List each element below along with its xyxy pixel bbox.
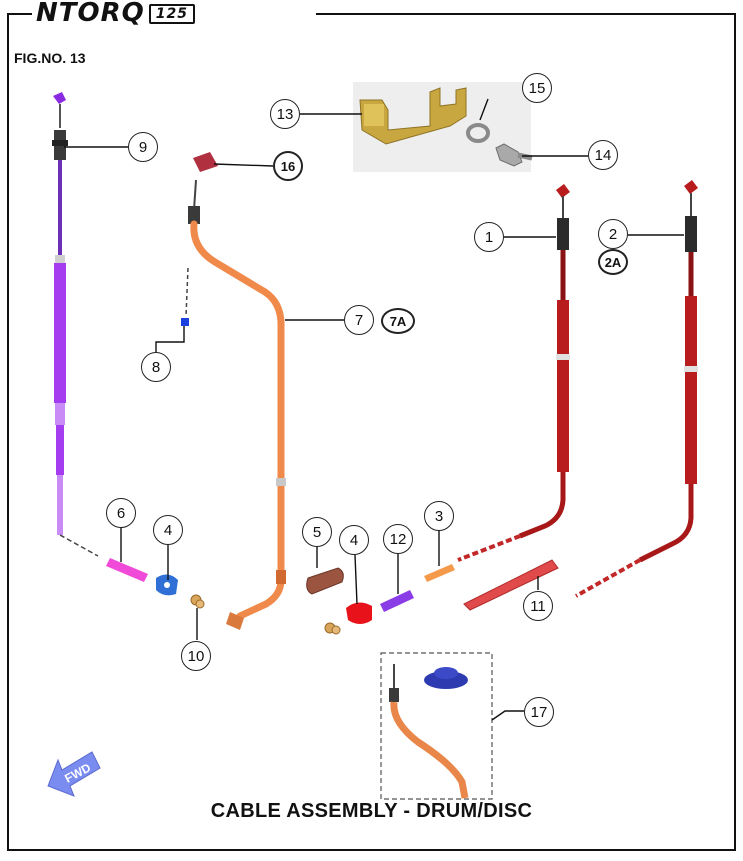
nut-10 (190, 594, 205, 609)
clip-4-left (156, 574, 178, 596)
callout-6: 6 (106, 498, 136, 528)
callout-9: 9 (128, 132, 158, 162)
leader-lines (64, 98, 684, 640)
brand-name: NTORQ (36, 0, 145, 28)
callout-7a: 7A (381, 308, 415, 334)
brake-cable-7 (188, 179, 286, 630)
callout-17: 17 (524, 697, 554, 727)
sleeve-6 (106, 558, 148, 582)
washer-15 (466, 123, 490, 143)
grip-5 (306, 567, 344, 595)
clip-4-center (346, 602, 372, 624)
callout-16: 16 (273, 151, 303, 181)
callout-15: 15 (522, 73, 552, 103)
throttle-cable-9 (52, 92, 99, 557)
callout-1: 1 (474, 222, 504, 252)
callout-4-center: 4 (339, 525, 369, 555)
detail-box-17 (380, 652, 524, 800)
callout-14: 14 (588, 140, 618, 170)
rod-11 (463, 559, 559, 611)
switch-8 (181, 267, 189, 326)
callout-3: 3 (424, 501, 454, 531)
callout-2: 2 (598, 219, 628, 249)
callout-11: 11 (523, 591, 553, 621)
diagram-caption: CABLE ASSEMBLY - DRUM/DISC (210, 800, 533, 822)
callout-5: 5 (302, 517, 332, 547)
callout-2a: 2A (598, 249, 628, 275)
nut-center (324, 622, 341, 635)
sleeve-12 (380, 590, 414, 612)
callout-12: 12 (383, 524, 413, 554)
figure-number: FIG.NO. 13 (14, 50, 86, 66)
cap-16 (193, 152, 218, 172)
callout-10: 10 (181, 641, 211, 671)
cable-1 (457, 184, 570, 562)
brand-model: 125 (148, 3, 195, 24)
fwd-arrow-icon (47, 751, 101, 797)
cable-2 (575, 180, 698, 598)
page-frame (7, 13, 736, 851)
callout-13: 13 (270, 99, 300, 129)
callout-8: 8 (141, 352, 171, 382)
sleeve-3 (424, 564, 455, 582)
callout-4-left: 4 (153, 515, 183, 545)
callout-7: 7 (344, 305, 374, 335)
